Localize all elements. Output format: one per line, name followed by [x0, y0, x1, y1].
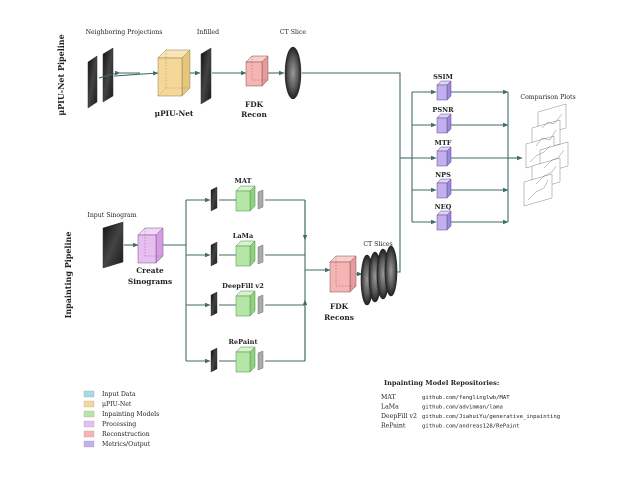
create-sinograms-label-line1: Create	[136, 266, 164, 275]
repository-model: RePaint	[381, 423, 406, 430]
ct-slices-image	[360, 245, 398, 306]
metric-block	[436, 178, 452, 199]
legend-swatch	[83, 410, 95, 418]
legend-swatch	[83, 430, 95, 438]
comparison-plots-label: Comparison Plots	[520, 94, 575, 101]
masked-sinogram-image	[210, 347, 218, 373]
fdk-recons-label-line2: Recons	[324, 313, 354, 322]
legend-label: Input Data	[102, 391, 136, 398]
model-label: DeepFill v2	[222, 282, 264, 290]
metric-label: PSNR	[432, 106, 454, 114]
create-sinograms-label-line2: Sinograms	[128, 277, 172, 286]
repository-model: MAT	[381, 394, 396, 401]
create-sinograms-block	[137, 227, 164, 264]
fdk-recon-label-line1: FDK	[245, 100, 264, 109]
repository-model: DeepFill v2	[381, 413, 417, 420]
repository-row: MAT github.com/fenglinglwb/MAT	[381, 394, 510, 401]
masked-sinogram-image	[210, 186, 218, 212]
repositories-table: MAT github.com/fenglinglwb/MAT LaMa github.…	[381, 394, 560, 430]
legend-item: Processing	[83, 420, 136, 428]
metric-row-mtf: MTF	[412, 139, 508, 167]
ct-slices-label: CT Slices	[363, 241, 392, 248]
neighboring-projections-image	[87, 47, 114, 109]
legend-label: Inpainting Models	[102, 411, 159, 418]
metric-row-nps: NPS	[412, 171, 509, 199]
repository-model: LaMa	[381, 404, 399, 411]
fdk-recons-label-line1: FDK	[330, 302, 349, 311]
model-label: RePaint	[228, 338, 258, 346]
model-row-repaint: RePaint	[186, 338, 305, 373]
legend-item: μPIU-Net	[83, 400, 132, 408]
model-block	[235, 290, 256, 317]
comparison-plots-image	[523, 103, 569, 207]
inpainted-sinogram-image	[257, 189, 264, 210]
metric-block	[436, 210, 452, 231]
repository-url[interactable]: github.com/JiahuiYu/generative_inpaintin…	[422, 414, 560, 420]
model-label: MAT	[235, 177, 252, 185]
bottom-pipeline-title: Inpainting Pipeline	[63, 232, 73, 319]
model-block	[235, 346, 256, 373]
legend-swatch	[83, 440, 95, 448]
repository-url[interactable]: github.com/andreas128/RePaint	[422, 424, 520, 430]
ct-slice-label: CT Slice	[280, 29, 306, 36]
metric-label: NEQ	[435, 203, 452, 211]
infilled-label: Infilled	[197, 29, 219, 36]
inpainted-sinogram-image	[257, 294, 264, 315]
legend-swatch	[83, 390, 95, 398]
metric-row-neq: NEQ	[412, 203, 509, 231]
legend-label: Reconstruction	[102, 431, 150, 438]
repository-url[interactable]: github.com/fenglinglwb/MAT	[422, 395, 510, 401]
legend-item: Inpainting Models	[83, 410, 159, 418]
model-block	[235, 185, 256, 212]
metric-label: SSIM	[433, 73, 453, 81]
repository-url[interactable]: github.com/advimman/lama	[422, 405, 503, 411]
input-sinogram-image	[102, 221, 124, 269]
metric-label: MTF	[435, 139, 452, 147]
repository-row: DeepFill v2 github.com/JiahuiYu/generativ…	[381, 413, 560, 420]
model-row-lama: LaMa	[186, 232, 305, 267]
metric-block	[436, 113, 452, 134]
ct-slice-image	[284, 46, 302, 100]
repository-row: LaMa github.com/advimman/lama	[381, 404, 503, 411]
infilled-projection-image	[200, 47, 212, 105]
legend-swatch	[83, 420, 95, 428]
neighboring-projections-label: Neighboring Projections	[86, 29, 163, 36]
masked-sinogram-image	[210, 241, 218, 267]
masked-sinogram-image	[210, 291, 218, 317]
upiu-net-label: μPIU-Net	[155, 109, 194, 118]
metric-row-psnr: PSNR	[412, 106, 509, 134]
legend-label: Metrics/Output	[102, 441, 151, 448]
fdk-recon-block	[245, 55, 269, 87]
input-sinogram-label: Input Sinogram	[87, 212, 136, 219]
top-pipeline-title: μPIU-Net Pipeline	[56, 34, 66, 115]
upiu-net-block	[157, 49, 191, 97]
legend-label: Processing	[102, 421, 136, 428]
repositories-title: Inpainting Model Repositories:	[384, 379, 499, 387]
inpainted-sinogram-image	[257, 244, 264, 265]
fdk-recons-block	[329, 255, 357, 293]
metric-block	[436, 80, 452, 101]
repository-row: RePaint github.com/andreas128/RePaint	[381, 423, 520, 430]
model-row-mat: MAT	[186, 177, 305, 212]
fdk-recon-label-line2: Recon	[241, 110, 267, 119]
legend-label: μPIU-Net	[102, 401, 132, 408]
inpainted-sinogram-image	[257, 350, 264, 371]
model-block	[235, 240, 256, 267]
metric-block	[436, 146, 452, 167]
legend-item: Input Data	[83, 390, 136, 398]
metric-label: NPS	[435, 171, 451, 179]
metric-row-ssim: SSIM	[412, 73, 509, 101]
legend-item: Metrics/Output	[83, 440, 151, 448]
model-label: LaMa	[233, 232, 254, 240]
legend-item: Reconstruction	[83, 430, 150, 438]
model-row-deepfill-v2: DeepFill v2	[186, 282, 305, 317]
legend-swatch	[83, 400, 95, 408]
metric-rows: SSIM PSNR MTF NPS NEQ	[412, 73, 509, 231]
